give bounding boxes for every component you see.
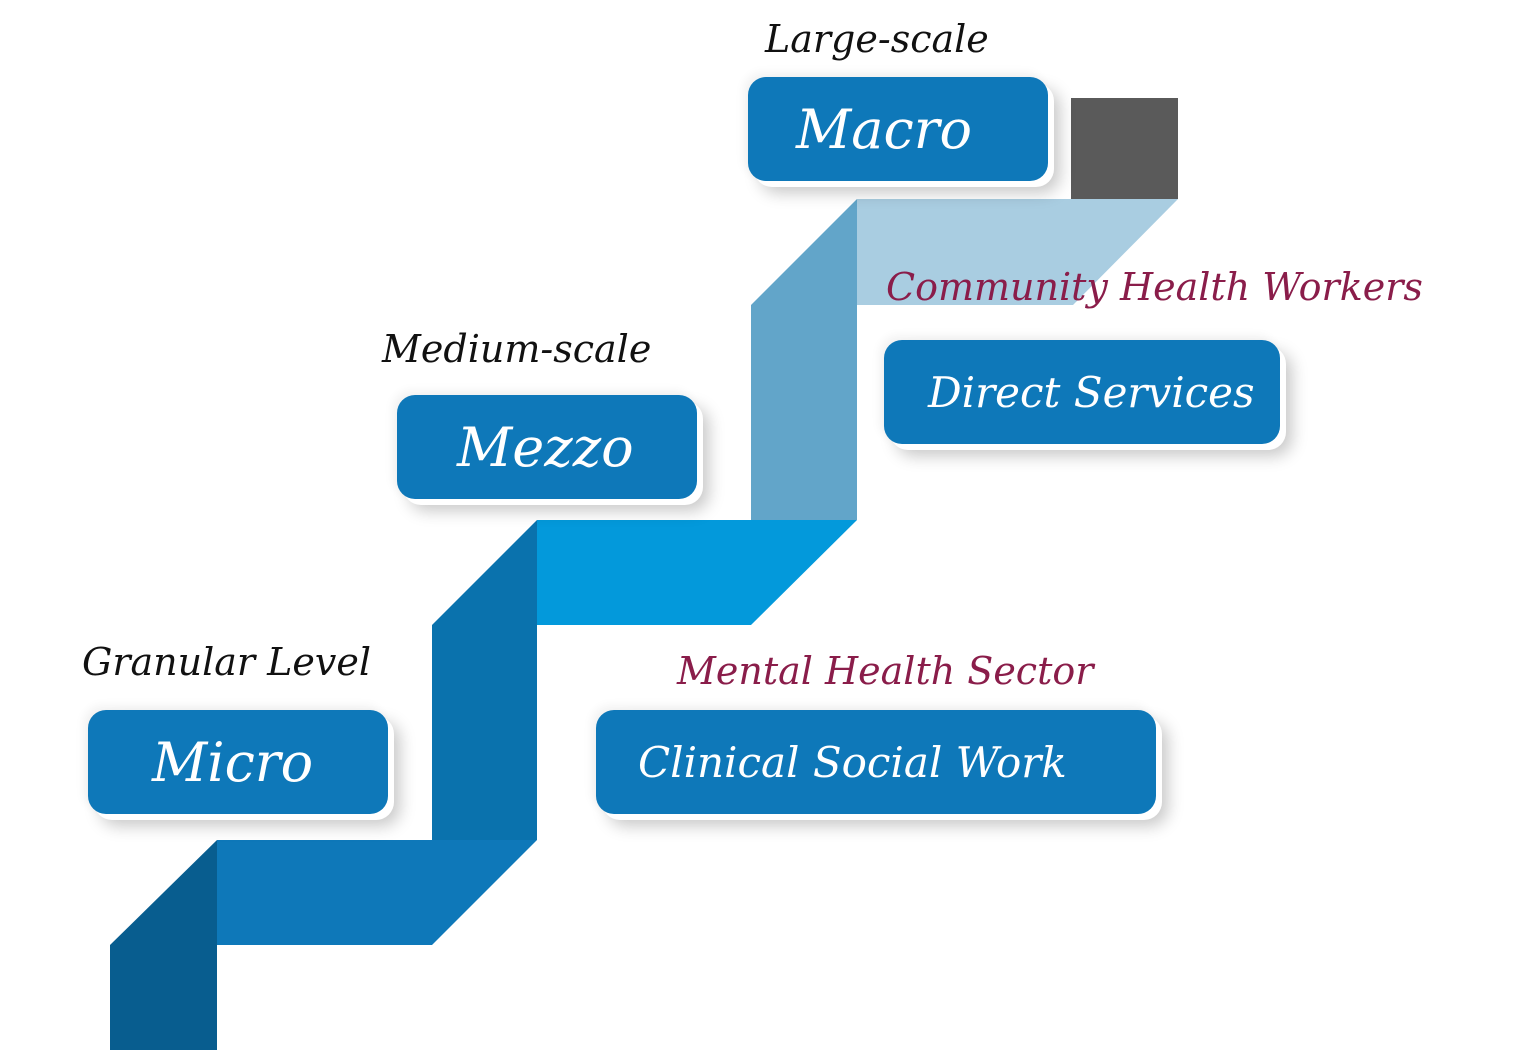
- mezzo-box: Mezzo: [397, 395, 697, 499]
- direct-services-label: Direct Services: [928, 367, 1255, 417]
- clinical-social-work-label: Clinical Social Work: [638, 737, 1067, 787]
- direct-services-box: Direct Services: [884, 340, 1280, 444]
- middle-tread: [537, 520, 857, 625]
- clinical-social-work-box: Clinical Social Work: [596, 710, 1156, 814]
- macro-box: Macro: [748, 77, 1048, 181]
- macro-caption: Large-scale: [765, 17, 989, 61]
- bottom-tread: [217, 840, 537, 945]
- macro-label: Macro: [796, 97, 973, 161]
- micro-box: Micro: [88, 710, 388, 814]
- micro-sector-caption: Mental Health Sector: [677, 649, 1094, 693]
- third-fold: [751, 199, 857, 305]
- micro-caption: Granular Level: [82, 640, 372, 684]
- micro-label: Micro: [152, 730, 314, 794]
- mezzo-label: Mezzo: [457, 415, 634, 479]
- top-block: [1071, 98, 1178, 199]
- third-riser: [751, 305, 857, 520]
- second-fold: [432, 520, 537, 625]
- bottom-fold: [110, 840, 217, 945]
- second-riser: [432, 625, 537, 840]
- mezzo-caption: Medium-scale: [382, 327, 652, 371]
- macro-sector-caption: Community Health Workers: [886, 265, 1423, 309]
- top-tread: [857, 199, 1178, 305]
- bottom-riser: [110, 945, 217, 1050]
